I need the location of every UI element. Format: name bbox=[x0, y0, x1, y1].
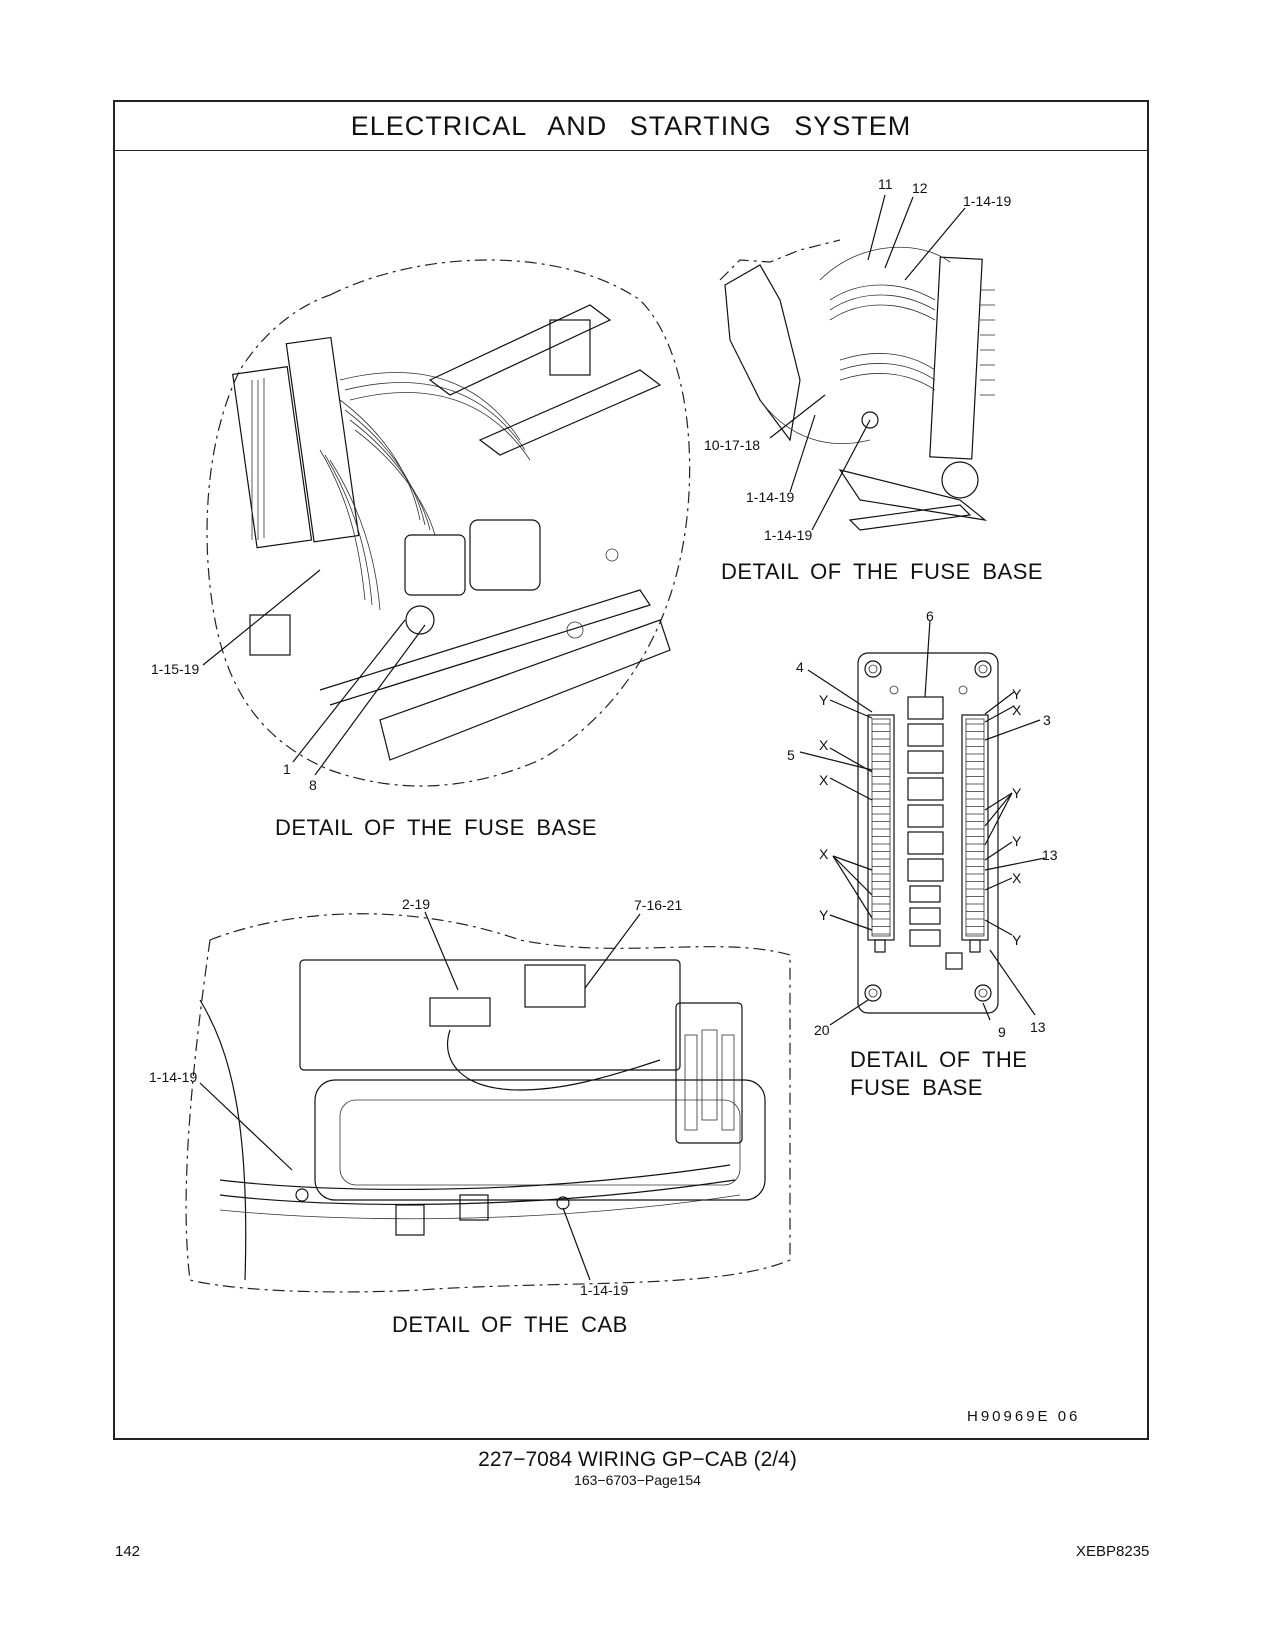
callout-9: 9 bbox=[998, 1024, 1006, 1040]
page-title: ELECTRICAL AND STARTING SYSTEM bbox=[115, 102, 1147, 151]
callout-8: 8 bbox=[309, 777, 317, 793]
callout-y: Y bbox=[819, 692, 829, 708]
callout-y: Y bbox=[819, 907, 829, 923]
callout-12: 12 bbox=[912, 180, 928, 196]
callout-1-15-19: 1-15-19 bbox=[151, 661, 200, 677]
engine-fuse-base-detail bbox=[202, 259, 691, 787]
callout-1: 1 bbox=[283, 761, 291, 777]
callout-x: X bbox=[819, 846, 829, 862]
cab-detail bbox=[185, 911, 791, 1293]
callout-11: 11 bbox=[878, 176, 893, 192]
caption-fuse-base-line2: FUSE BASE bbox=[850, 1075, 983, 1100]
callout-3: 3 bbox=[1043, 712, 1051, 728]
callout-y: Y bbox=[1012, 686, 1022, 702]
caption-fuse-base-line1: DETAIL OF THE bbox=[850, 1047, 1028, 1072]
callout-x: X bbox=[1012, 702, 1022, 718]
callout-1-14-19: 1-14-19 bbox=[580, 1282, 629, 1298]
callout-1-14-19: 1-14-19 bbox=[746, 489, 795, 505]
callout-x: X bbox=[819, 737, 829, 753]
callout-1-14-19: 1-14-19 bbox=[963, 193, 1012, 209]
caption-cab: DETAIL OF THE CAB bbox=[392, 1312, 628, 1337]
part-reference: 163−6703−Page154 bbox=[574, 1472, 701, 1488]
callout-1-14-19: 1-14-19 bbox=[149, 1069, 198, 1085]
callout-7-16-21: 7-16-21 bbox=[634, 897, 683, 913]
caption-fuse-base: DETAIL OF THE FUSE BASE bbox=[275, 815, 598, 840]
callout-4: 4 bbox=[796, 659, 804, 675]
callout-2-19: 2-19 bbox=[402, 896, 431, 912]
fuse-base-plan bbox=[799, 619, 1046, 1026]
callout-x: X bbox=[1012, 870, 1022, 886]
cab-fuse-base-detail-top bbox=[719, 194, 995, 531]
figure-code: H90969E 06 bbox=[967, 1408, 1081, 1425]
page-number: 142 bbox=[115, 1543, 141, 1560]
callout-y: Y bbox=[1012, 833, 1022, 849]
document-id: XEBP8235 bbox=[1076, 1543, 1150, 1560]
callout-1-14-19: 1-14-19 bbox=[764, 527, 813, 543]
callout-x: X bbox=[819, 772, 829, 788]
callout-y: Y bbox=[1012, 785, 1022, 801]
callout-y: Y bbox=[1012, 932, 1022, 948]
callout-10-17-18: 10-17-18 bbox=[704, 437, 761, 453]
caption-fuse-base: DETAIL OF THE FUSE BASE bbox=[721, 559, 1044, 584]
callout-6: 6 bbox=[926, 608, 934, 624]
callout-20: 20 bbox=[814, 1022, 830, 1038]
callout-5: 5 bbox=[787, 747, 795, 763]
callout-13: 13 bbox=[1042, 847, 1058, 863]
figure-frame: ELECTRICAL AND STARTING SYSTEM bbox=[113, 100, 1149, 1440]
part-title: 227−7084 WIRING GP−CAB (2/4) bbox=[478, 1448, 797, 1471]
callout-13: 13 bbox=[1030, 1019, 1046, 1035]
